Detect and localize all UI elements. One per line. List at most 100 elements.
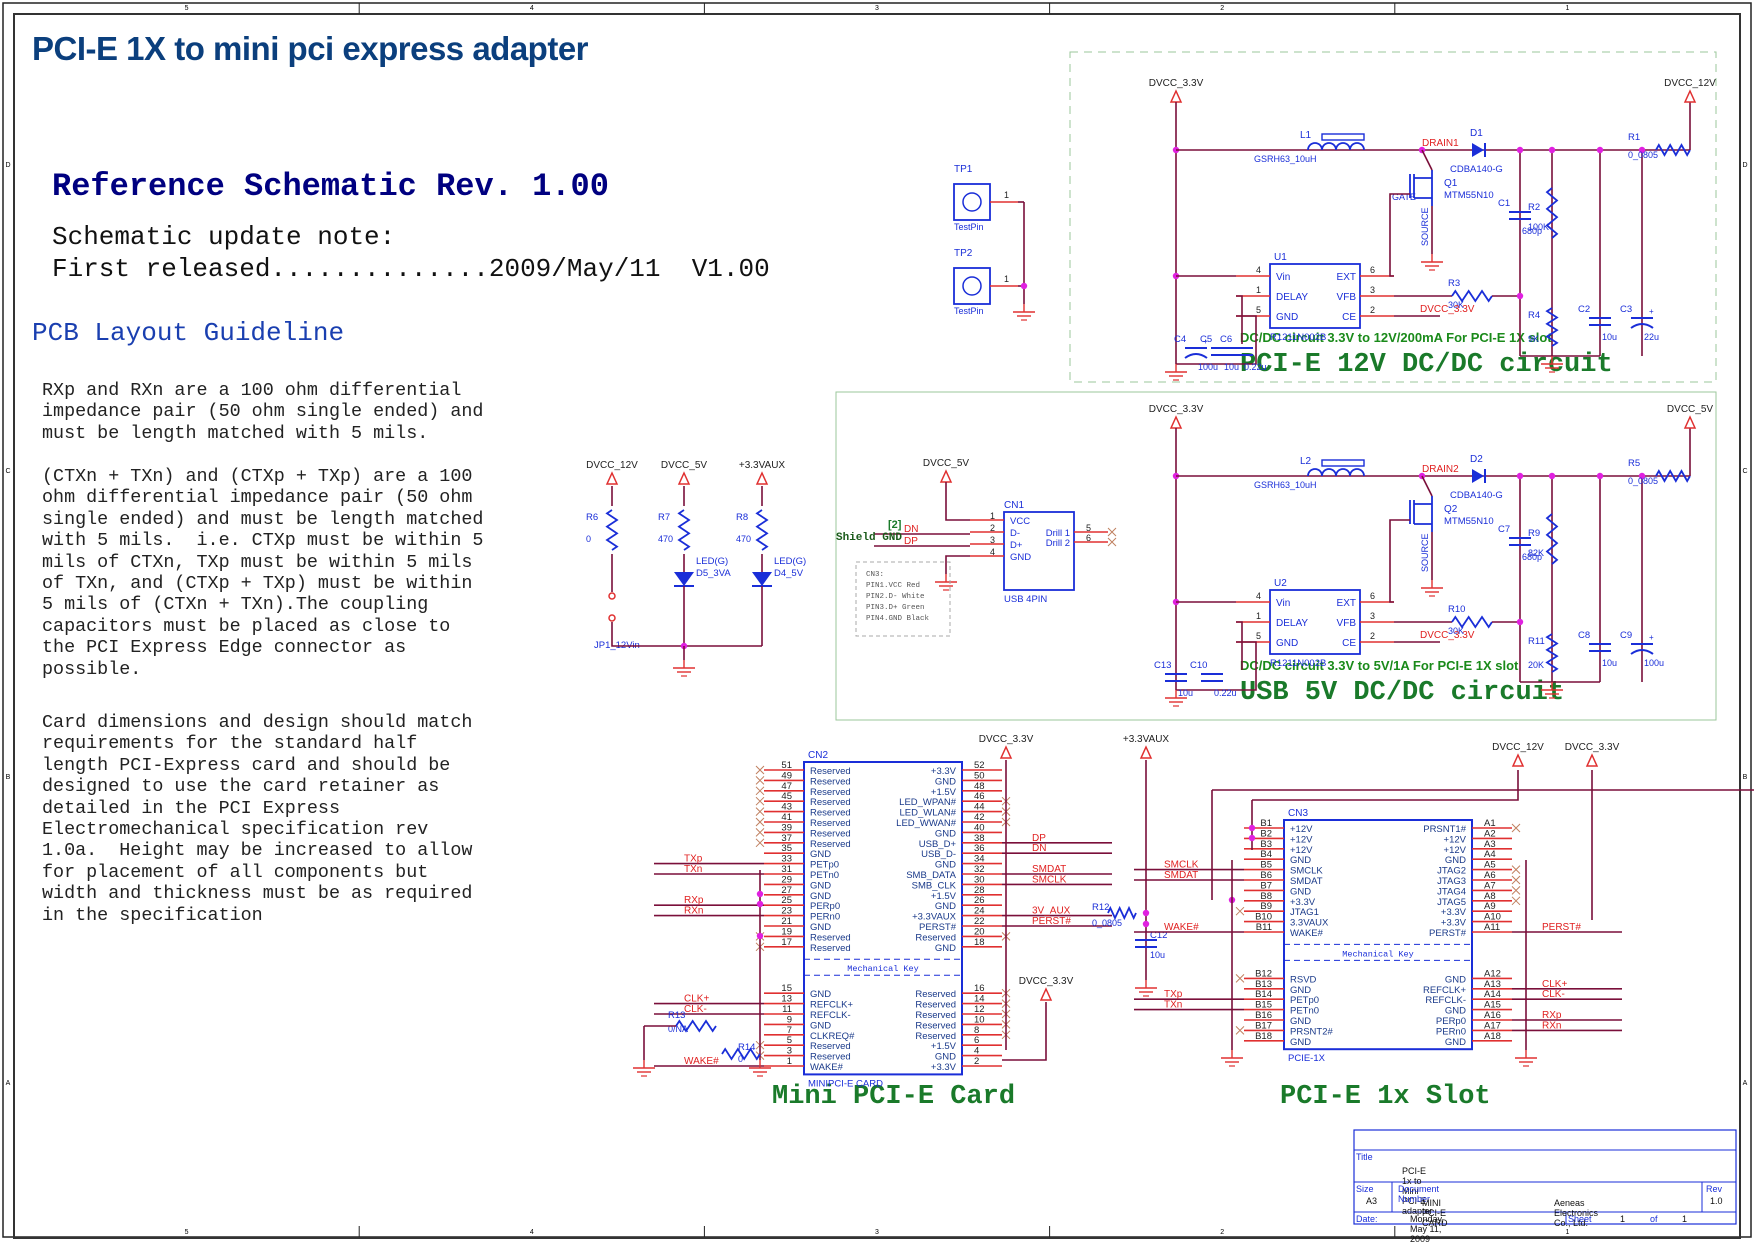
net-label: SMCLK (1032, 874, 1067, 885)
pin-name: +3.3V (1441, 907, 1467, 918)
capacitor-ref: C2 (1578, 304, 1590, 315)
junction-dot (1142, 920, 1150, 928)
power-rail-icon (1039, 987, 1053, 1001)
pin-name: PERST# (919, 922, 957, 933)
no-connect-icon (755, 765, 765, 775)
no-connect-icon (755, 838, 765, 848)
connector-part: MINIPCI-E CARD (808, 1078, 883, 1089)
wire (1421, 475, 1433, 497)
inner-frame (13, 13, 1741, 1239)
tb-date: Monday, May 11, 2009 (1410, 1214, 1444, 1244)
pin-name: Reserved (915, 1020, 956, 1031)
pin-number: 4 (1256, 591, 1261, 601)
net-label: TXn (1164, 1000, 1182, 1011)
resistor-icon (1451, 615, 1493, 629)
power-rail-label: DVCC_3.3V (1019, 976, 1074, 987)
capacitor-value: 680p (1522, 552, 1542, 562)
capacitor-icon (1184, 353, 1208, 359)
capacitor-value: 0.22u (1244, 362, 1267, 372)
pin-name: DELAY (1276, 618, 1308, 629)
zone-row-label: B (1743, 774, 1748, 781)
pin-name: D- (1010, 528, 1020, 539)
capacitor-value: 10u (1602, 658, 1617, 668)
no-connect-icon (755, 817, 765, 827)
pin-name: JTAG2 (1437, 866, 1466, 877)
pin-number: 8 (974, 1025, 979, 1036)
pin-number: 24 (974, 906, 985, 917)
tb-sheet-label: Sheet (1568, 1214, 1592, 1224)
capacitor-value: 0.22u (1214, 688, 1237, 698)
resistor-ref: R14 (738, 1042, 755, 1053)
junction-dot (1548, 472, 1556, 480)
pin-number: B4 (1260, 849, 1272, 860)
no-connect-icon (755, 776, 765, 785)
capacitor-ref: C4 (1174, 334, 1186, 345)
pin-number: 17 (781, 937, 792, 948)
resistor-ref: R3 (1448, 278, 1460, 289)
pin-number: 20 (974, 926, 985, 937)
capacitor-value: 10u (1224, 362, 1239, 372)
tb-title: PCI-E 1x to Mini PCI-E adapter (1402, 1166, 1433, 1216)
dc12-note: DC/DC circuit 3.3V to 12V/200mA For PCI-… (1240, 330, 1552, 345)
power-rail-label: +3.3VAUX (739, 460, 786, 471)
pin-number: B14 (1255, 989, 1272, 1000)
power-rail-label: +3.3VAUX (1123, 734, 1170, 745)
diode-ref: D2 (1470, 454, 1483, 465)
resistor-ref: R2 (1528, 202, 1540, 213)
resistor-value: 0 (738, 1054, 743, 1064)
pin-number: A14 (1484, 989, 1501, 1000)
net-label: TXp (684, 854, 703, 865)
pin-name: Reserved (810, 1052, 851, 1063)
capacitor-ref: C13 (1154, 660, 1171, 671)
source-label: SOURCE (1420, 533, 1430, 572)
pin-name: SMB_CLK (912, 880, 957, 891)
net-label: RXp (1542, 1010, 1562, 1021)
pin-number: 5 (1256, 305, 1261, 315)
pin-name: +12V (1444, 845, 1467, 856)
pin-number: 45 (781, 791, 792, 802)
pin-name: WAKE# (810, 1062, 844, 1073)
pin-name: REFCLK+ (810, 1000, 853, 1011)
pin-number: 41 (781, 812, 792, 823)
mechanical-key-label: Mechanical Key (847, 964, 918, 974)
power-rail-icon (1169, 415, 1183, 429)
resistor-icon (1451, 289, 1493, 303)
pin-name: GND (935, 828, 956, 839)
net-label: 3V_AUX (1032, 906, 1071, 917)
power-rail-icon (605, 471, 619, 485)
tb-size: A3 (1366, 1196, 1378, 1206)
no-connect-icon (1511, 875, 1521, 885)
pin-name: CLKREQ# (810, 1031, 855, 1042)
jumper-icon (608, 592, 616, 600)
net-label: CLK+ (684, 994, 709, 1005)
led-type: LED(G) (774, 556, 806, 567)
dc5-note: DC/DC circuit 3.3V to 5V/1A For PCI-E 1X… (1240, 658, 1519, 673)
pin-name: +12V (1290, 834, 1313, 845)
net-label: CLK- (684, 1004, 707, 1015)
pin-number: B10 (1255, 912, 1272, 923)
pin-number: B16 (1255, 1010, 1272, 1021)
inductor-value: GSRH63_10uH (1254, 480, 1317, 490)
resistor-ref: R12 (1092, 902, 1109, 913)
net-label: SMCLK (1164, 860, 1199, 871)
pin-name: WAKE# (1290, 928, 1324, 939)
pin-number: 23 (781, 906, 792, 917)
tb-rev-label: Rev (1706, 1184, 1723, 1194)
pin-number: 2 (990, 523, 995, 533)
power-rail-label: DVCC_5V (923, 458, 969, 469)
junction-dot (1516, 472, 1524, 480)
junction-dot (756, 932, 764, 940)
junction-dot (1516, 292, 1524, 300)
pin-number: 16 (974, 983, 985, 994)
resistor-value: 470 (658, 534, 673, 544)
pin-name: PRSNT2# (1290, 1026, 1333, 1037)
pin-name: Reserved (810, 787, 851, 798)
pin-name: JTAG3 (1437, 876, 1466, 887)
wire (945, 555, 970, 574)
pin-name: GND (1290, 886, 1311, 897)
pin-name: 3.3VAUX (1290, 918, 1329, 929)
pin-name: REFCLK+ (1423, 985, 1466, 996)
pin-number: 28 (974, 885, 985, 896)
pin-name: Reserved (810, 766, 851, 777)
